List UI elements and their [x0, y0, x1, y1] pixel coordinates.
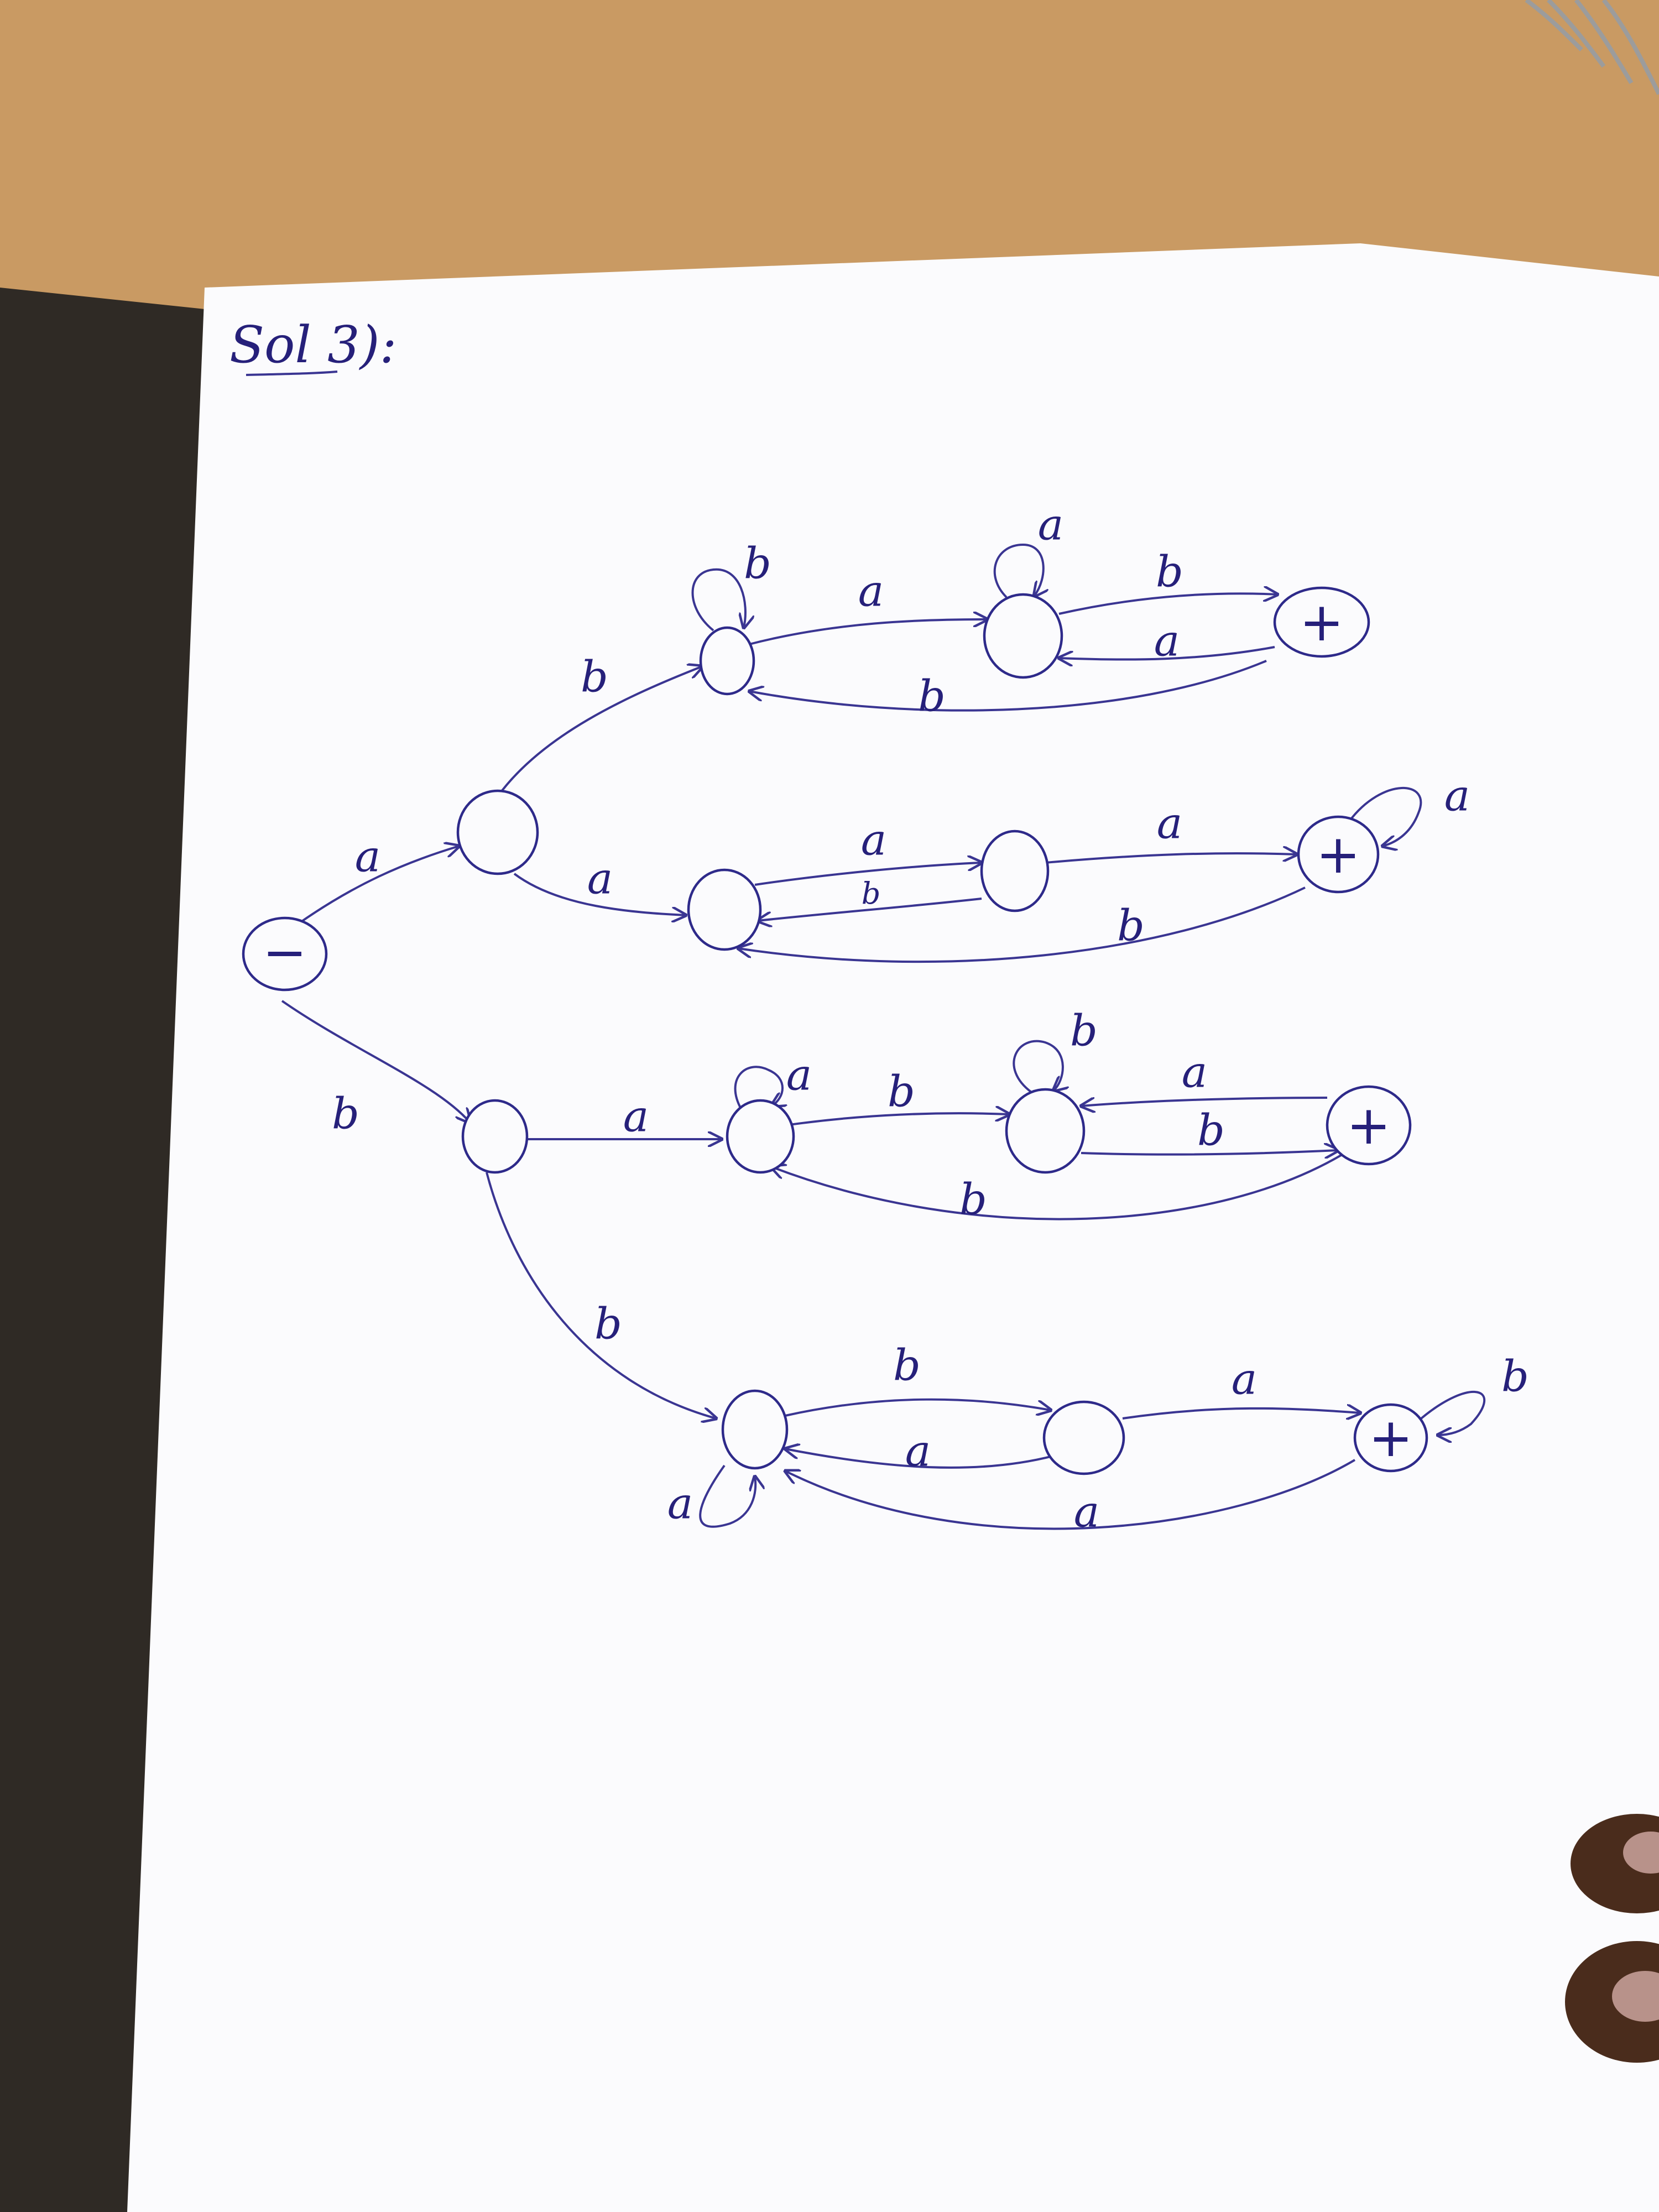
- state-bb2: [1353, 1403, 1428, 1473]
- label-ba2-ba1: a: [1182, 1048, 1208, 1098]
- label-ba2-ba0: b: [959, 1175, 987, 1225]
- state-aa1: [980, 830, 1050, 912]
- label-ba0-ba1: b: [888, 1067, 915, 1117]
- start-mark: −: [263, 921, 307, 983]
- state-ab0: [699, 626, 755, 696]
- label-bb0-bb1: b: [893, 1341, 921, 1391]
- label-ab2-ab1: a: [1154, 617, 1180, 666]
- states: − + + + +: [242, 586, 1428, 1475]
- label-bb0-loop: a: [667, 1479, 693, 1529]
- state-ab1: [983, 593, 1063, 679]
- state-qb: [461, 1099, 529, 1174]
- thumb: [1565, 1814, 1659, 2063]
- edges: [281, 543, 1486, 1530]
- label-bb1-bb2: a: [1232, 1355, 1258, 1405]
- paper-sheet: [127, 243, 1659, 2212]
- final-mark-aa2: +: [1316, 823, 1360, 885]
- label-aa1-aa0: b: [862, 876, 881, 911]
- label-qa-ab0: b: [581, 653, 608, 702]
- label-ab0-ab1: a: [858, 567, 884, 617]
- state-bb1: [1042, 1400, 1125, 1475]
- state-bb0: [721, 1389, 789, 1470]
- label-q0-qa: a: [355, 832, 381, 882]
- label-aa0-aa1: a: [861, 816, 887, 865]
- spiral-binding: [1525, 0, 1659, 95]
- label-bb2-loop: b: [1501, 1352, 1529, 1402]
- final-mark-ba2: +: [1347, 1094, 1391, 1156]
- edge-labels: a b b a a b b a a b a b a b a a b a b b …: [332, 500, 1529, 1537]
- label-aa2-loop: a: [1444, 771, 1470, 821]
- label-ab1-loop: a: [1038, 500, 1064, 550]
- label-bb1-bb0: a: [905, 1427, 931, 1477]
- label-ab2-ab0: b: [918, 672, 946, 722]
- state-ab2: [1273, 586, 1370, 658]
- label-bb2-bb0: a: [1074, 1488, 1100, 1537]
- label-ba0-loop: a: [786, 1051, 812, 1100]
- state-ba2: [1326, 1085, 1412, 1166]
- label-qb-ba0: a: [623, 1092, 649, 1142]
- state-start: [242, 916, 328, 992]
- label-ab1-ab2: b: [1156, 547, 1183, 597]
- heading-text: Sol 3):: [229, 315, 397, 374]
- state-aa2: [1297, 815, 1380, 894]
- label-qa-aa0: a: [587, 854, 613, 904]
- state-ba0: [726, 1099, 795, 1174]
- label-ba1-ba2: b: [1197, 1106, 1225, 1156]
- label-ab0-loop: b: [744, 539, 771, 589]
- label-aa2-aa0: b: [1117, 901, 1145, 951]
- final-mark-bb2: +: [1369, 1407, 1413, 1469]
- heading-underline: [246, 371, 338, 376]
- state-aa0: [687, 868, 762, 951]
- state-ba1: [1005, 1088, 1086, 1174]
- final-mark-ab2: +: [1300, 591, 1344, 653]
- state-qa: [456, 789, 539, 875]
- label-qb-bb0: b: [594, 1300, 622, 1349]
- label-q0-qb: b: [332, 1089, 359, 1139]
- label-ba1-loop: b: [1070, 1006, 1098, 1056]
- label-aa1-aa2: a: [1157, 799, 1183, 849]
